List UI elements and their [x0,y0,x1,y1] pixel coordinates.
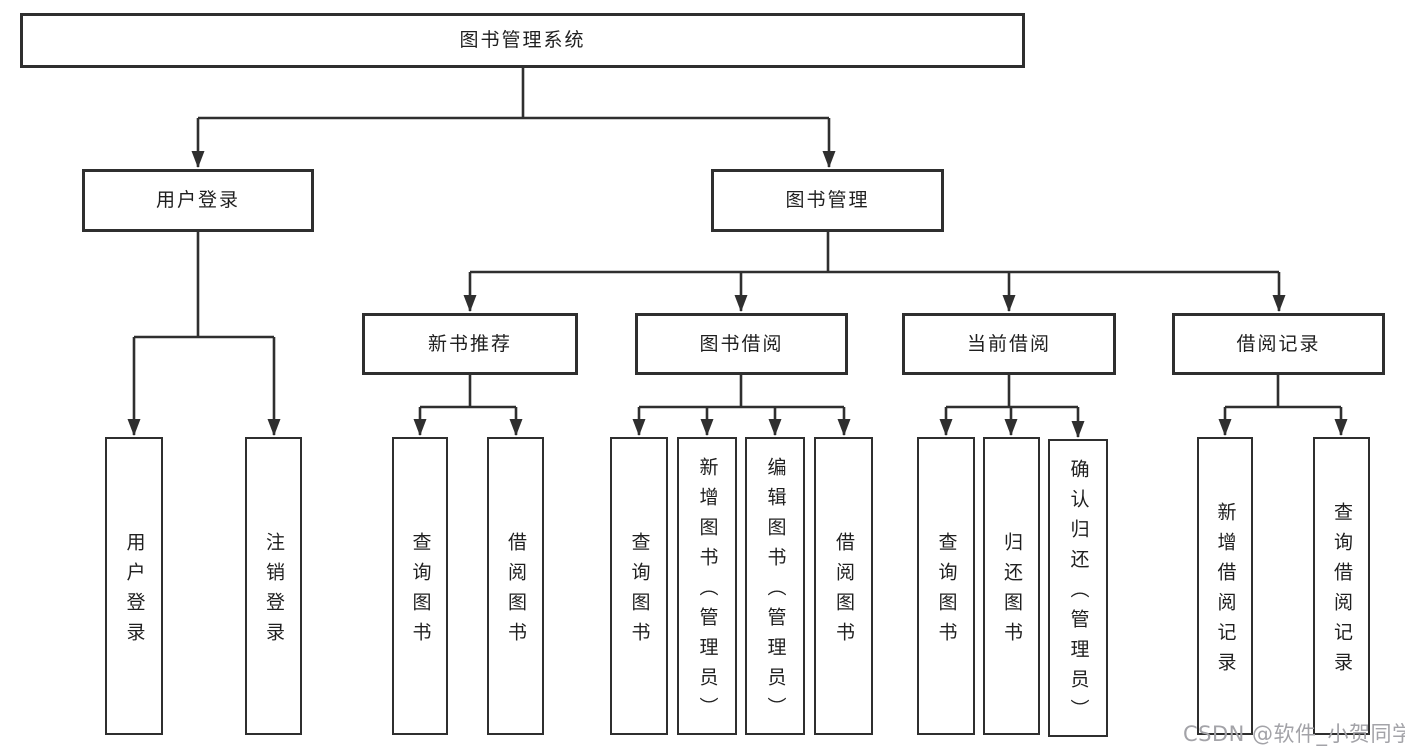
leaf-query-books-recommend: 查询图书 [392,437,448,735]
node-user-login-label: 用户登录 [155,189,240,211]
leaf-borrow-books-recommend-label: 借阅图书 [505,531,527,652]
node-current-borrow: 当前借阅 [902,313,1116,375]
leaf-query-books-borrow-label: 查询图书 [628,531,651,652]
leaf-query-books-borrow: 查询图书 [610,437,668,735]
leaf-user-login-label: 用户登录 [123,531,146,652]
leaf-logout: 注销登录 [245,437,302,735]
node-root-label: 图书管理系统 [459,29,586,51]
leaf-query-borrow-record: 查询借阅记录 [1313,437,1370,735]
leaf-borrow-books-recommend: 借阅图书 [487,437,544,735]
node-root-system: 图书管理系统 [20,13,1025,68]
node-borrow-records: 借阅记录 [1172,313,1385,375]
leaf-query-books-recommend-label: 查询图书 [409,531,432,652]
leaf-borrow-books-label: 借阅图书 [833,531,855,652]
leaf-query-borrow-record-label: 查询借阅记录 [1331,501,1353,682]
leaf-add-borrow-record-label: 新增借阅记录 [1214,501,1237,682]
leaf-return-book: 归还图书 [983,437,1040,735]
node-new-book-recommend: 新书推荐 [362,313,578,375]
node-book-management: 图书管理 [711,169,944,232]
leaf-borrow-books: 借阅图书 [814,437,873,735]
leaf-logout-label: 注销登录 [263,531,285,652]
leaf-confirm-return-admin: 确认归还（管理员） [1048,439,1108,737]
node-book-borrow: 图书借阅 [635,313,848,375]
node-borrow-records-label: 借阅记录 [1236,332,1321,355]
leaf-query-books-current: 查询图书 [917,437,975,735]
leaf-user-login: 用户登录 [105,437,163,735]
leaf-add-borrow-record: 新增借阅记录 [1197,437,1253,735]
leaf-confirm-return-admin-label: 确认归还（管理员） [1067,458,1090,729]
watermark: CSDN @软件_小贺同学 [1183,722,1405,746]
leaf-edit-book-admin: 编辑图书（管理员） [745,437,805,735]
node-current-borrow-label: 当前借阅 [966,332,1051,355]
node-new-book-recommend-label: 新书推荐 [427,332,512,355]
leaf-add-book-admin: 新增图书（管理员） [677,437,737,735]
node-book-borrow-label: 图书借阅 [699,332,784,355]
node-book-management-label: 图书管理 [785,189,870,211]
leaf-edit-book-admin-label: 编辑图书（管理员） [764,456,787,727]
leaf-return-book-label: 归还图书 [1001,531,1023,652]
leaf-add-book-admin-label: 新增图书（管理员） [696,456,719,727]
node-user-login: 用户登录 [82,169,314,232]
leaf-query-books-current-label: 查询图书 [935,531,958,652]
